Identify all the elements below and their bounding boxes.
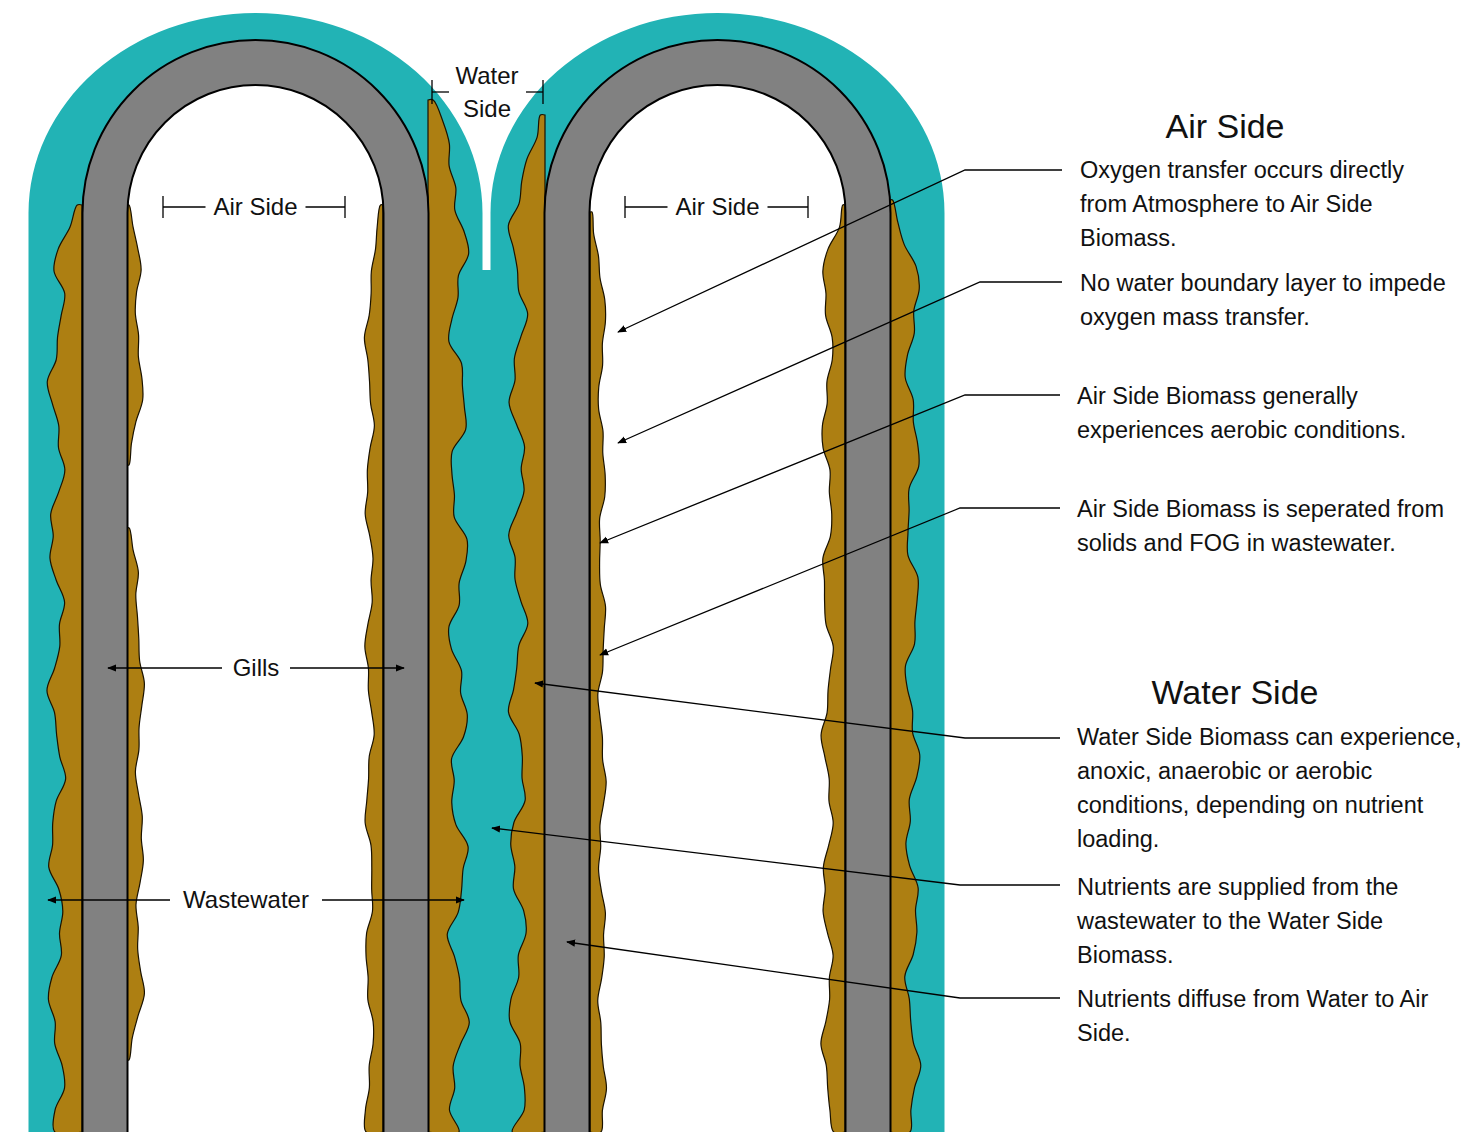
bracket-line	[526, 91, 543, 92]
air-side	[128, 85, 384, 1132]
biomass	[508, 115, 545, 1132]
tube-outline	[105, 63, 406, 1132]
note-text: Water Side Biomass can experience, anoxi…	[1077, 720, 1462, 856]
part-label: Gills	[222, 654, 290, 682]
note-text: Nutrients are supplied from the wastewat…	[1077, 870, 1462, 972]
tube-outline	[567, 62, 868, 1132]
part-label: Wastewater	[170, 886, 322, 914]
leader-line	[492, 828, 1060, 885]
leader-line	[567, 942, 1060, 998]
leader-line	[600, 395, 1060, 543]
note-text: Oxygen transfer occurs directly from Atm…	[1080, 153, 1452, 255]
gills-arrow	[290, 667, 404, 668]
side-label: Air Side	[668, 193, 768, 221]
leader-line	[618, 282, 1062, 443]
note-text: Air Side Biomass is seperated from solid…	[1077, 492, 1452, 560]
biomass	[590, 212, 606, 1132]
wastewater-arrow	[322, 899, 464, 900]
bracket-line	[306, 206, 346, 207]
biomass	[127, 528, 144, 1060]
leader-line	[535, 683, 1060, 738]
note-text: Air Side Biomass generally experiences a…	[1077, 379, 1452, 447]
bracket-line	[432, 91, 449, 92]
side-label: Water Side	[432, 59, 542, 125]
biomass	[47, 205, 82, 1132]
air-side	[590, 85, 846, 1132]
side-label: Air Side	[206, 193, 306, 221]
bracket-line	[625, 206, 668, 207]
bracket-line	[163, 206, 206, 207]
section-heading: Water Side	[1110, 672, 1360, 712]
leader-line	[618, 170, 1062, 332]
note-text: Nutrients diffuse from Water to Air Side…	[1077, 982, 1462, 1050]
biomass	[428, 100, 469, 1132]
leader-line	[600, 508, 1060, 655]
gills-arrow	[108, 667, 222, 668]
wastewater-arrow	[48, 899, 170, 900]
tube	[567, 62, 868, 1132]
bracket-line	[768, 206, 809, 207]
section-heading: Air Side	[1110, 106, 1340, 146]
biomass	[127, 205, 143, 465]
note-text: No water boundary layer to impede oxygen…	[1080, 266, 1452, 334]
tube	[105, 63, 406, 1132]
